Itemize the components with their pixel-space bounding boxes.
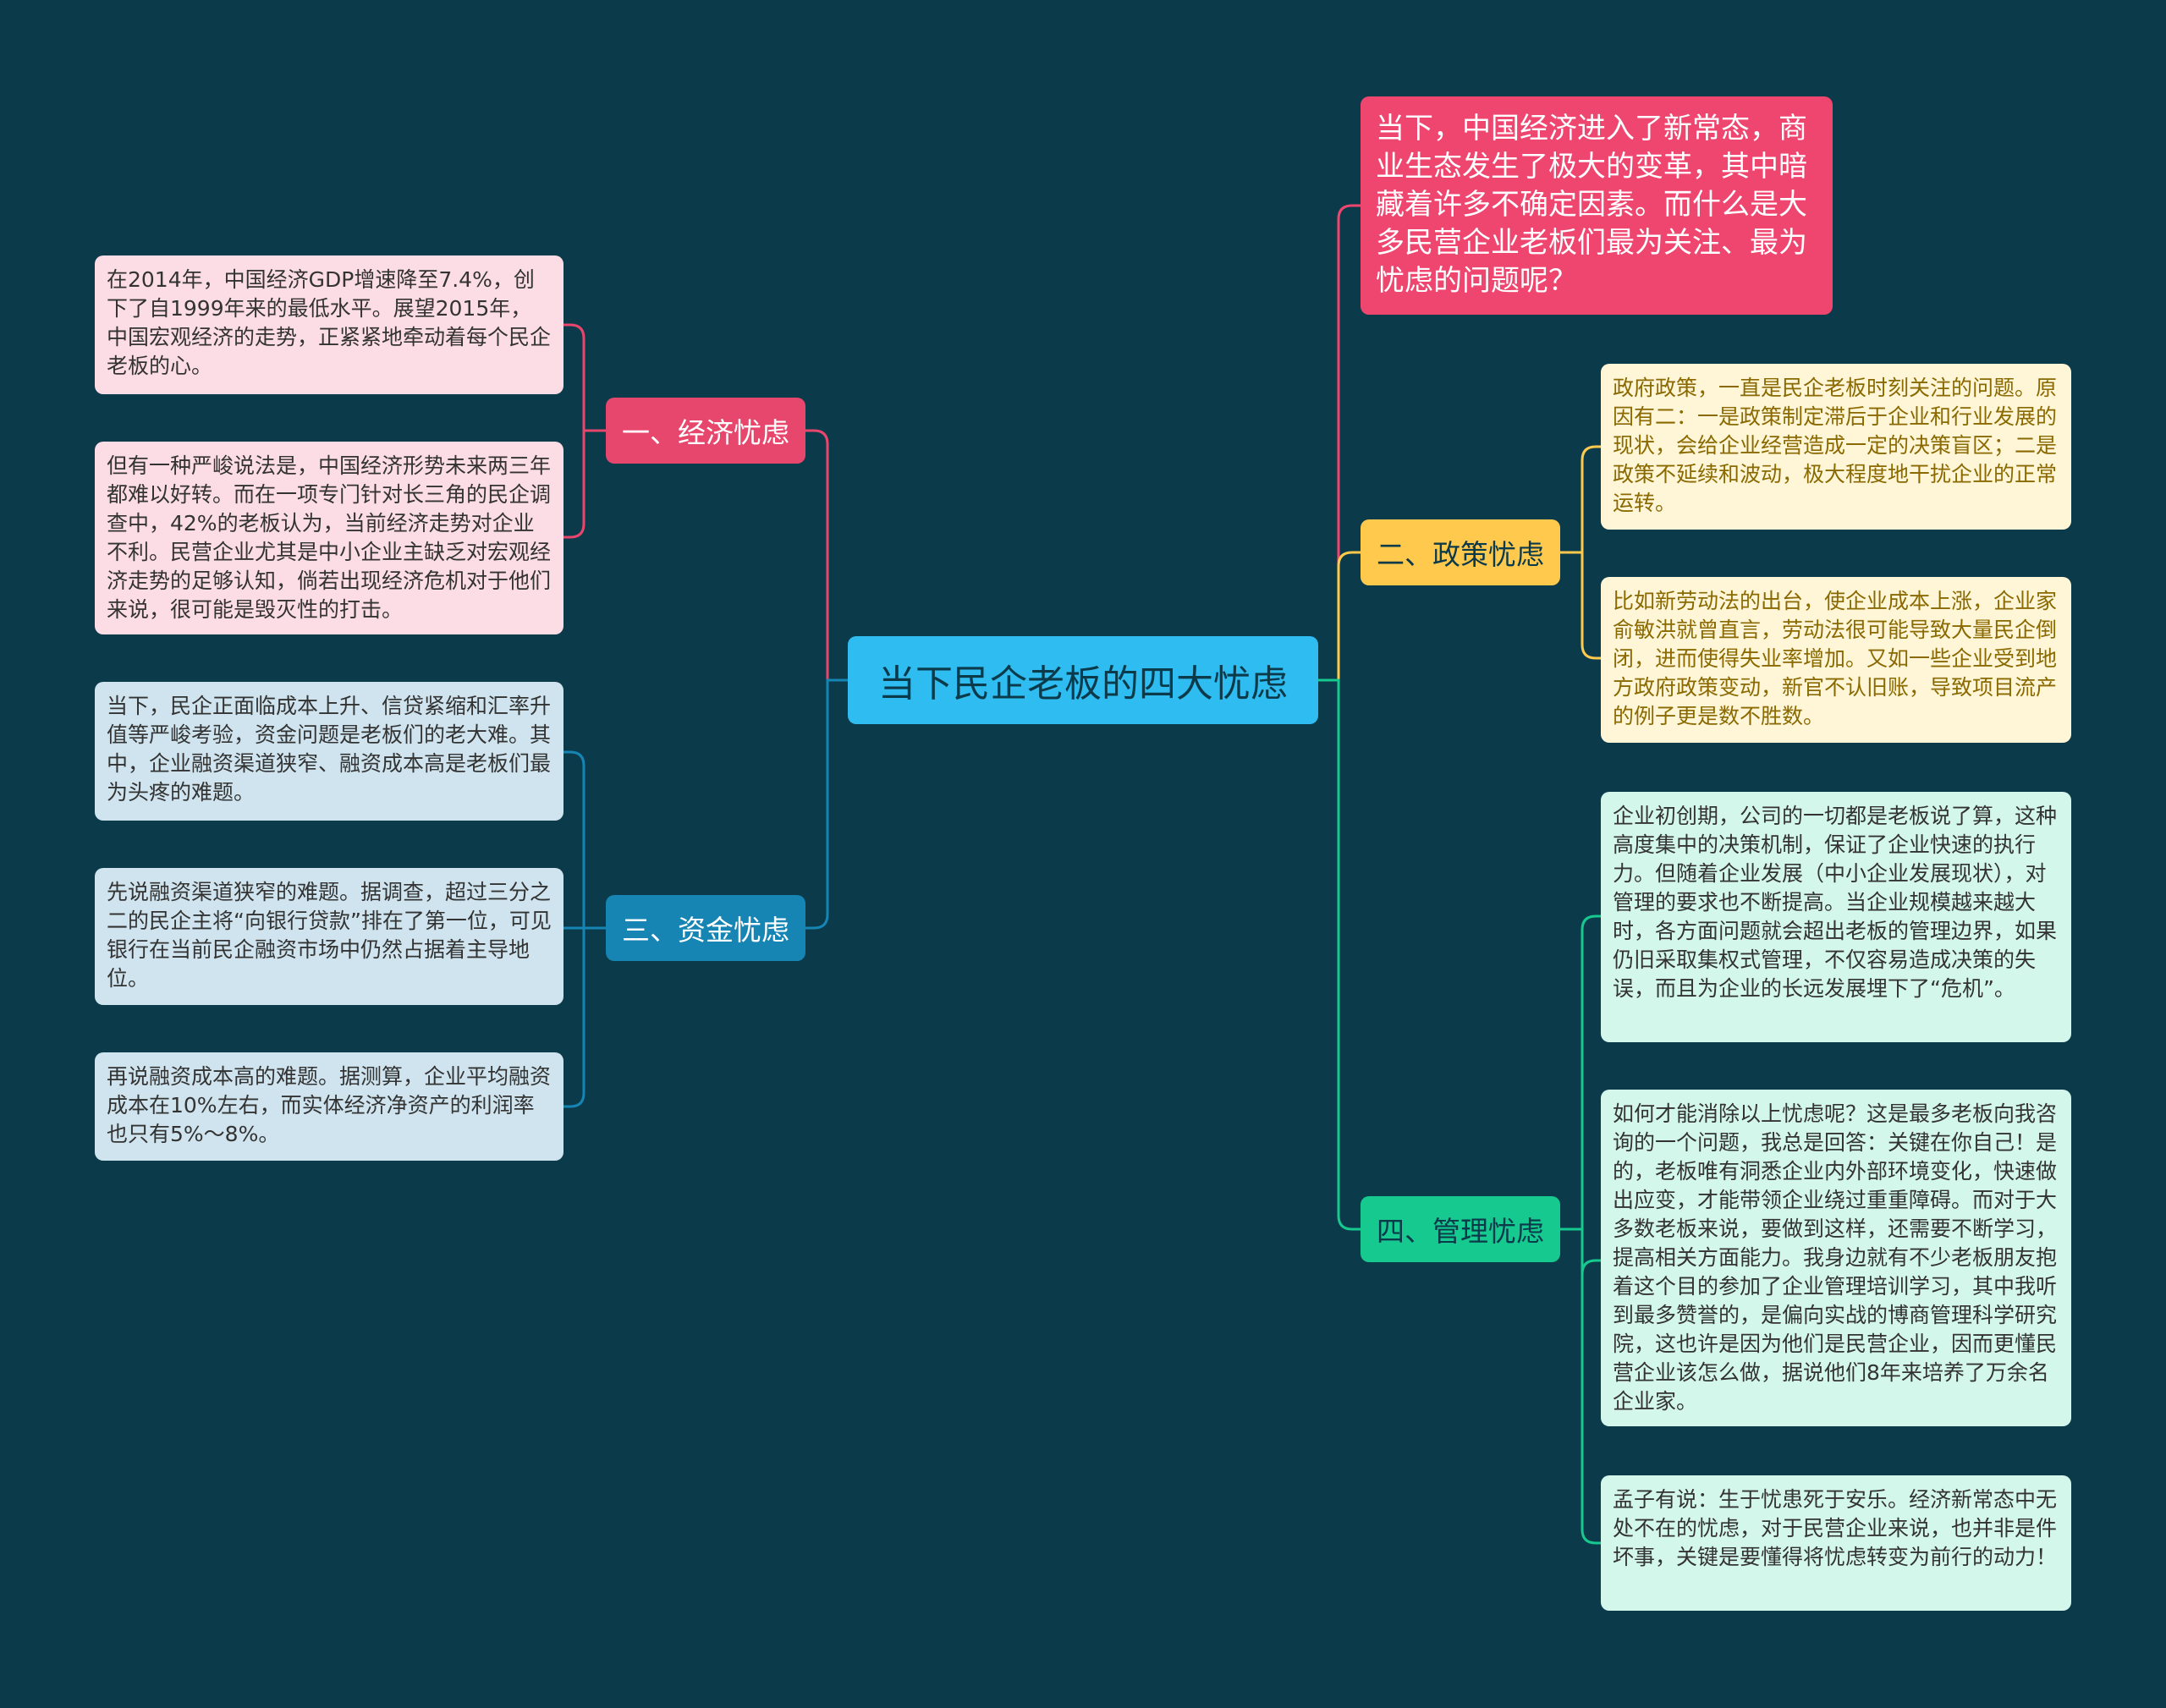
- link-management-leaf-3: [1560, 1227, 1601, 1545]
- branch-capital[interactable]: 三、资金忧虑: [606, 895, 805, 961]
- link-root-policy: [1318, 551, 1361, 682]
- link-policy-leaf-2: [1560, 551, 1601, 660]
- link-capital-leaf-1: [563, 750, 606, 930]
- link-economy-leaf-2: [563, 429, 606, 539]
- link-policy-leaf-1: [1560, 445, 1601, 554]
- branch-economy-label: 一、经济忧虑: [622, 416, 789, 449]
- link-root-management: [1318, 678, 1361, 1231]
- policy-leaf-2[interactable]: 比如新劳动法的出台，使企业成本上涨，企业家俞敏洪就曾直言，劳动法很可能导致大量民…: [1601, 577, 2071, 743]
- economy-leaf-1-text: 在2014年，中国经济GDP增速降至7.4%，创下了自1999年来的最低水平。展…: [107, 267, 552, 378]
- policy-leaf-2-text: 比如新劳动法的出台，使企业成本上涨，企业家俞敏洪就曾直言，劳动法很可能导致大量民…: [1613, 589, 2058, 728]
- economy-leaf-2[interactable]: 但有一种严峻说法是，中国经济形势未来两三年都难以好转。而在一项专门针对长三角的民…: [95, 442, 563, 634]
- management-leaf-2-text: 如何才能消除以上忧虑呢？这是最多老板向我咨询的一个问题，我总是回答：关键在你自己…: [1613, 1101, 2058, 1414]
- link-management-leaf-1: [1560, 914, 1601, 1231]
- policy-leaf-1-text: 政府政策，一直是民企老板时刻关注的问题。原因有二：一是政策制定滞后于企业和行业发…: [1613, 376, 2058, 515]
- branch-economy[interactable]: 一、经济忧虑: [606, 398, 805, 464]
- link-management-leaf-2: [1560, 1227, 1601, 1275]
- management-leaf-1[interactable]: 企业初创期，公司的一切都是老板说了算，这种高度集中的决策机制，保证了企业快速的执…: [1601, 792, 2071, 1042]
- branch-policy-label: 二、政策忧虑: [1377, 538, 1544, 571]
- link-root-intro: [1318, 204, 1361, 682]
- management-leaf-2[interactable]: 如何才能消除以上忧虑呢？这是最多老板向我咨询的一个问题，我总是回答：关键在你自己…: [1601, 1090, 2071, 1426]
- branch-management-label: 四、管理忧虑: [1377, 1215, 1544, 1248]
- capital-leaf-2-text: 先说融资渠道狭窄的难题。据调查，超过三分之二的民企主将“向银行贷款”排在了第一位…: [107, 880, 552, 991]
- management-leaf-3[interactable]: 孟子有说：生于忧患死于安乐。经济新常态中无处不在的忧虑，对于民营企业来说，也并非…: [1601, 1475, 2071, 1611]
- intro-topic[interactable]: 当下，中国经济进入了新常态，商业生态发生了极大的变革，其中暗藏着许多不确定因素。…: [1361, 96, 1833, 315]
- branch-policy[interactable]: 二、政策忧虑: [1361, 519, 1560, 585]
- policy-leaf-1[interactable]: 政府政策，一直是民企老板时刻关注的问题。原因有二：一是政策制定滞后于企业和行业发…: [1601, 364, 2071, 530]
- management-leaf-3-text: 孟子有说：生于忧患死于安乐。经济新常态中无处不在的忧虑，对于民营企业来说，也并非…: [1613, 1487, 2058, 1569]
- management-leaf-1-text: 企业初创期，公司的一切都是老板说了算，这种高度集中的决策机制，保证了企业快速的执…: [1613, 804, 2058, 1001]
- root-topic-label: 当下民企老板的四大忧虑: [878, 662, 1288, 706]
- economy-leaf-1[interactable]: 在2014年，中国经济GDP增速降至7.4%，创下了自1999年来的最低水平。展…: [95, 255, 563, 394]
- capital-leaf-3[interactable]: 再说融资成本高的难题。据测算，企业平均融资成本在10%左右，而实体经济净资产的利…: [95, 1052, 563, 1161]
- capital-leaf-1[interactable]: 当下，民企正面临成本上升、信贷紧缩和汇率升值等严峻考验，资金问题是老板们的老大难…: [95, 682, 563, 821]
- link-economy-leaf-1: [563, 323, 606, 432]
- capital-leaf-1-text: 当下，民企正面临成本上升、信贷紧缩和汇率升值等严峻考验，资金问题是老板们的老大难…: [107, 694, 552, 805]
- intro-topic-text: 当下，中国经济进入了新常态，商业生态发生了极大的变革，其中暗藏着许多不确定因素。…: [1376, 112, 1807, 298]
- capital-leaf-2[interactable]: 先说融资渠道狭窄的难题。据调查，超过三分之二的民企主将“向银行贷款”排在了第一位…: [95, 868, 563, 1005]
- link-root-economy: [805, 429, 848, 682]
- root-topic[interactable]: 当下民企老板的四大忧虑: [848, 636, 1318, 724]
- branch-capital-label: 三、资金忧虑: [622, 914, 789, 947]
- link-root-capital: [805, 678, 848, 930]
- economy-leaf-2-text: 但有一种严峻说法是，中国经济形势未来两三年都难以好转。而在一项专门针对长三角的民…: [107, 453, 552, 622]
- capital-leaf-3-text: 再说融资成本高的难题。据测算，企业平均融资成本在10%左右，而实体经济净资产的利…: [107, 1064, 552, 1146]
- link-capital-leaf-3: [563, 926, 606, 1108]
- branch-management[interactable]: 四、管理忧虑: [1361, 1196, 1560, 1262]
